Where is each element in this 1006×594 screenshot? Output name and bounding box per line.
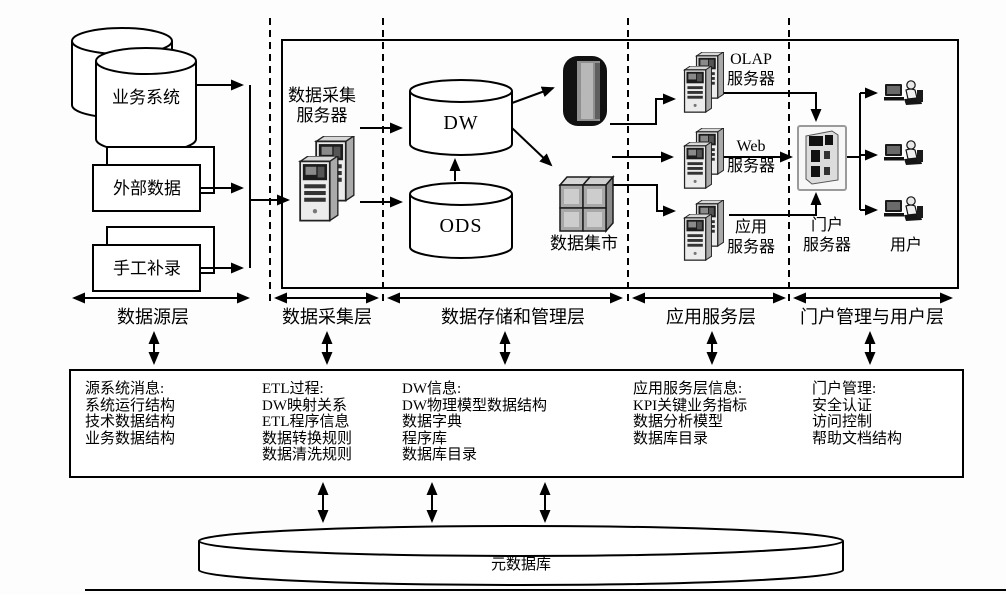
web-server-label-line1: Web — [736, 138, 766, 155]
app-server-label-line1: 应用 — [734, 219, 767, 236]
manual-entry-label: 手工补录 — [113, 259, 181, 278]
dw-label: DW — [443, 112, 479, 134]
portal-server-icon — [797, 125, 847, 191]
ods-label: ODS — [439, 215, 483, 237]
meta-line: 技术数据结构 — [85, 414, 176, 430]
layer-label-storage: 数据存储和管理层 — [441, 307, 585, 327]
meta-line: DW信息: — [402, 381, 462, 397]
meta-line: 源系统消息: — [85, 381, 165, 397]
data-mart-cubes-icon — [558, 175, 615, 233]
olap-server-pair-icon — [683, 52, 725, 113]
portal-server-label-line2: 服务器 — [802, 237, 851, 254]
main-panel-frame — [281, 39, 959, 289]
manual-entry-boxes-icon — [92, 226, 215, 292]
meta-line: 数据转换规则 — [262, 430, 353, 447]
meta-line: 门户管理: — [812, 381, 877, 397]
app-server-pair-icon — [683, 200, 725, 261]
meta-line: 数据库目录 — [402, 447, 478, 463]
ods-cylinder — [409, 182, 513, 259]
meta-line: 帮助文档结构 — [812, 430, 903, 447]
meta-line: 安全认证 — [812, 397, 873, 414]
arrow-mart-to-app-server — [610, 184, 676, 217]
meta-line: 业务数据结构 — [85, 430, 176, 447]
meta-line: 数据清洗规则 — [262, 447, 353, 463]
meta-line: 数据分析模型 — [633, 414, 724, 430]
metadata-info-box — [69, 369, 964, 478]
layer-label-portal: 门户管理与用户层 — [800, 307, 944, 327]
collect-server-pair-icon — [299, 136, 355, 222]
layer-label-app: 应用服务层 — [666, 307, 756, 327]
portal-server-label-line1: 门户 — [810, 217, 843, 234]
dw-cylinder — [409, 79, 513, 156]
meta-line: ETL程序信息 — [262, 414, 350, 430]
metadata-repository-label: 元数据库 — [490, 557, 551, 573]
meta-line: KPI关键业务指标 — [633, 397, 748, 414]
arrow-dw-to-olap-cube — [511, 86, 555, 104]
app-server-label-line2: 服务器 — [726, 239, 775, 256]
external-data-boxes-icon — [92, 146, 215, 212]
data-mart-label: 数据集市 — [550, 234, 618, 253]
web-server-pair-icon — [683, 128, 725, 189]
collect-server-label: 数据采集 服务器 — [280, 86, 364, 126]
external-data-label: 外部数据 — [113, 179, 181, 198]
metadata-column-dw: DW信息: DW物理模型数据结构 数据字典 程序库 数据库目录 — [402, 381, 547, 464]
user-workstation-icons — [884, 80, 924, 222]
meta-line: 应用服务层信息: — [633, 381, 743, 397]
web-server-label-line2: 服务器 — [726, 158, 775, 175]
user-workstation-icon-3 — [884, 196, 924, 222]
metadata-column-source: 源系统消息: 系统运行结构 技术数据结构 业务数据结构 — [85, 381, 175, 447]
arrow-olap-to-portal — [720, 92, 822, 122]
metadata-column-app: 应用服务层信息: KPI关键业务指标 数据分析模型 数据库目录 — [633, 381, 747, 447]
business-system-label: 业务系统 — [112, 88, 180, 107]
olap-server-label-line1: OLAP — [730, 51, 772, 68]
layer-label-source: 数据源层 — [117, 307, 189, 327]
arrow-cube-to-olap-server — [610, 93, 676, 125]
meta-line: 数据字典 — [402, 414, 463, 430]
portal-server-label: 门户 服务器 — [796, 216, 858, 256]
olap-server-label: OLAP 服务器 — [720, 50, 782, 90]
meta-line: 程序库 — [402, 430, 448, 447]
users-label: 用户 — [889, 237, 922, 254]
layer-label-collect: 数据采集层 — [282, 307, 372, 327]
meta-line: DW物理模型数据结构 — [402, 397, 547, 414]
metadata-column-portal: 门户管理: 安全认证 访问控制 帮助文档结构 — [812, 381, 902, 447]
meta-line: 访问控制 — [812, 414, 873, 430]
olap-cube-drum-icon — [563, 56, 607, 126]
metadata-repository-disk — [198, 525, 844, 586]
business-system-cylinders-icon — [71, 27, 197, 153]
collect-server-label-line1: 数据采集 — [288, 86, 356, 105]
metadata-column-etl: ETL过程: DW映射关系 ETL程序信息 数据转换规则 数据清洗规则 — [262, 381, 352, 464]
meta-line: 系统运行结构 — [85, 397, 176, 414]
collect-server-label-line2: 服务器 — [296, 106, 348, 125]
meta-line: ETL过程: — [262, 381, 324, 397]
web-server-label: Web 服务器 — [722, 137, 780, 177]
connector-arrows — [196, 79, 878, 274]
arrow-dw-to-data-mart — [511, 127, 553, 167]
meta-line: 数据库目录 — [633, 430, 709, 447]
arrow-app-to-portal — [729, 192, 822, 216]
olap-server-label-line2: 服务器 — [726, 71, 775, 88]
metadata-to-repository-arrows — [317, 482, 551, 523]
user-workstation-icon-2 — [884, 140, 924, 166]
user-workstation-icon-1 — [884, 80, 924, 106]
meta-line: DW映射关系 — [262, 397, 347, 414]
layer-to-metadata-arrows — [148, 331, 876, 365]
app-server-label: 应用 服务器 — [722, 218, 780, 258]
